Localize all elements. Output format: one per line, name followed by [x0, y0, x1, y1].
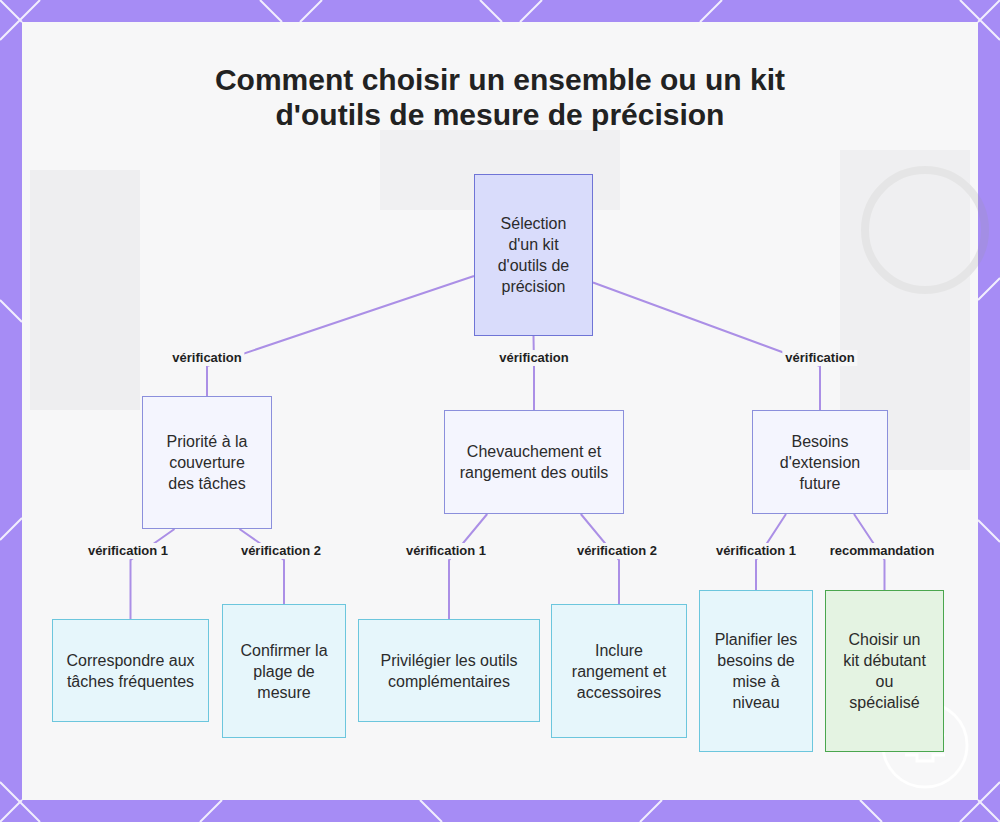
connector-line — [449, 514, 487, 619]
node-text: Choisir un kit débutant ou spécialisé — [839, 629, 930, 713]
process-box: Confirmer la plage de mesure — [222, 604, 346, 738]
connector-line — [533, 336, 536, 410]
process-box: Correspondre aux tâches fréquentes — [52, 619, 209, 722]
edge-label: vérification — [169, 350, 244, 366]
process-box: Besoins d'extension future — [752, 410, 888, 514]
process-box: Chevauchement et rangement des outils — [444, 410, 624, 514]
node-text: Chevauchement et rangement des outils — [458, 441, 610, 483]
node-text: Sélection d'un kit d'outils de précision — [488, 213, 579, 297]
edge-label: vérification 1 — [85, 543, 171, 559]
process-box: Sélection d'un kit d'outils de précision — [474, 174, 593, 336]
edge-label: vérification 2 — [238, 543, 324, 559]
node-text: Besoins d'extension future — [766, 431, 874, 494]
edge-label: vérification — [496, 350, 571, 366]
node-text: Planifier les besoins de mise à niveau — [713, 629, 799, 713]
edge-label: vérification 1 — [713, 543, 799, 559]
diagram-title: Comment choisir un ensemble ou un kit d'… — [205, 62, 795, 132]
recommendation-box: Choisir un kit débutant ou spécialisé — [825, 590, 944, 752]
edge-label: vérification — [782, 350, 857, 366]
process-box: Priorité à la couverture des tâches — [142, 396, 272, 529]
process-box: Privilégier les outils complémentaires — [358, 619, 540, 722]
connector-line — [240, 529, 285, 604]
node-text: Priorité à la couverture des tâches — [156, 431, 258, 494]
connector-line — [581, 514, 619, 604]
process-box: Inclure rangement et accessoires — [551, 604, 687, 738]
edge-label: vérification 1 — [403, 543, 489, 559]
node-text: Inclure rangement et accessoires — [565, 640, 673, 703]
process-box: Planifier les besoins de mise à niveau — [699, 590, 813, 752]
connector-line — [207, 276, 474, 396]
node-text: Correspondre aux tâches fréquentes — [66, 650, 195, 692]
edge-label: recommandation — [827, 543, 938, 559]
connector-line — [593, 283, 820, 410]
node-text: Privilégier les outils complémentaires — [372, 650, 526, 692]
node-text: Confirmer la plage de mesure — [236, 640, 332, 703]
inner-panel — [22, 22, 978, 800]
edge-label: vérification 2 — [574, 543, 660, 559]
